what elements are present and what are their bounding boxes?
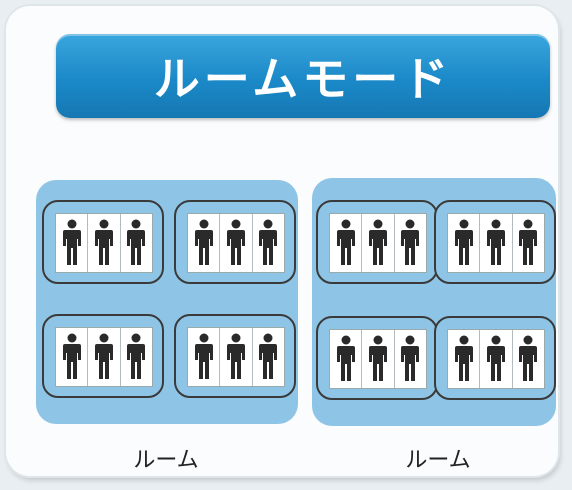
person-icon [93,219,115,267]
seat [330,330,361,388]
seat [511,214,544,272]
person-icon [367,219,389,267]
seat [479,330,511,388]
person-icon [257,333,279,381]
person-icon [453,335,475,383]
seat [251,328,284,386]
room-right [312,178,556,426]
seat [219,214,251,272]
seat [330,214,361,272]
room-left-label: ルーム [133,448,199,473]
seat-strip [187,327,285,387]
seat-strip [55,327,153,387]
title-banner: ルームモード [56,34,550,118]
seat-group [174,200,296,284]
seat-group [434,200,556,284]
person-icon [335,219,357,267]
seat-group [434,316,556,400]
seat [448,214,479,272]
seat-group [316,200,438,284]
person-icon [335,335,357,383]
person-icon [225,333,247,381]
seat [219,328,251,386]
seat-strip [447,329,545,389]
seat-group [42,200,164,284]
seat-strip [329,329,427,389]
person-icon [125,333,147,381]
seat [119,214,152,272]
seat-group [42,314,164,398]
person-icon [485,219,507,267]
mode-card: ルームモード ルーム ルーム [6,6,558,476]
person-icon [193,333,215,381]
person-icon [257,219,279,267]
person-icon [367,335,389,383]
seat [56,214,87,272]
room-left [36,180,298,424]
seat [56,328,87,386]
seat-group [316,316,438,400]
banner-title: ルームモード [153,52,453,106]
person-icon [453,219,475,267]
person-icon [125,219,147,267]
seat [393,330,426,388]
seat [188,328,219,386]
seat [119,328,152,386]
seat-strip [329,213,427,273]
seat [361,330,393,388]
seat [188,214,219,272]
person-icon [61,219,83,267]
seat [479,214,511,272]
seat [448,330,479,388]
seat-group [174,314,296,398]
seat [251,214,284,272]
person-icon [93,333,115,381]
seat-strip [55,213,153,273]
person-icon [225,219,247,267]
seat-strip [187,213,285,273]
room-right-label: ルーム [405,448,471,473]
person-icon [399,335,421,383]
seat [511,330,544,388]
person-icon [61,333,83,381]
seat [87,328,119,386]
person-icon [399,219,421,267]
person-icon [517,335,539,383]
seat [87,214,119,272]
person-icon [485,335,507,383]
person-icon [193,219,215,267]
person-icon [517,219,539,267]
seat-strip [447,213,545,273]
seat [393,214,426,272]
seat [361,214,393,272]
